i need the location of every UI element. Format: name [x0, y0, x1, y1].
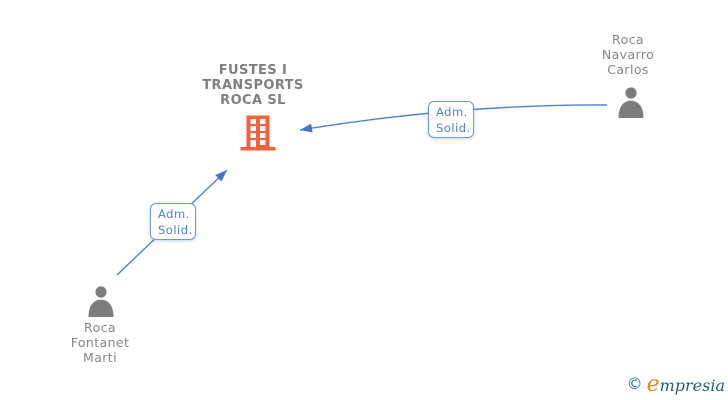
person-icon — [618, 87, 644, 118]
person-name-line: Marti — [83, 350, 117, 365]
person-node-icon-roca-fontanet-marti[interactable] — [86, 285, 116, 321]
person-node-label-roca-fontanet-marti[interactable]: Roca Fontanet Marti — [40, 320, 160, 365]
person-node-icon-roca-navarro-carlos[interactable] — [616, 86, 646, 122]
building-icon — [240, 115, 276, 151]
company-node-icon[interactable] — [240, 115, 276, 155]
person-name-line: Fontanet — [70, 335, 130, 350]
company-name-line: FUSTES I — [218, 63, 288, 78]
person-name-line: Navarro — [601, 47, 655, 62]
edge-label-line: Solid. — [158, 223, 193, 237]
person-node-label-roca-navarro-carlos[interactable]: Roca Navarro Carlos — [568, 32, 688, 77]
person-name-line: Carlos — [607, 62, 649, 77]
empresia-logo-text: mpresia — [659, 376, 725, 395]
edge-label-adm-solid-right: Adm. Solid. — [428, 101, 474, 138]
person-name-line: Roca — [84, 320, 116, 335]
company-name-line: TRANSPORTS — [202, 78, 304, 93]
edge-label-line: Adm. — [436, 105, 468, 119]
company-node-label[interactable]: FUSTES I TRANSPORTS ROCA SL — [168, 63, 338, 108]
empresia-logo-initial: e — [646, 372, 660, 397]
edge-label-line: Solid. — [436, 121, 471, 135]
person-name-line: Roca — [612, 32, 644, 47]
edge-label-adm-solid-left: Adm. Solid. — [150, 203, 196, 240]
empresia-logo[interactable]: ©empresia — [627, 372, 725, 397]
edge-label-line: Adm. — [158, 207, 190, 221]
copyright-icon: © — [626, 374, 643, 393]
person-icon — [88, 286, 114, 317]
company-name-line: ROCA SL — [220, 93, 286, 108]
